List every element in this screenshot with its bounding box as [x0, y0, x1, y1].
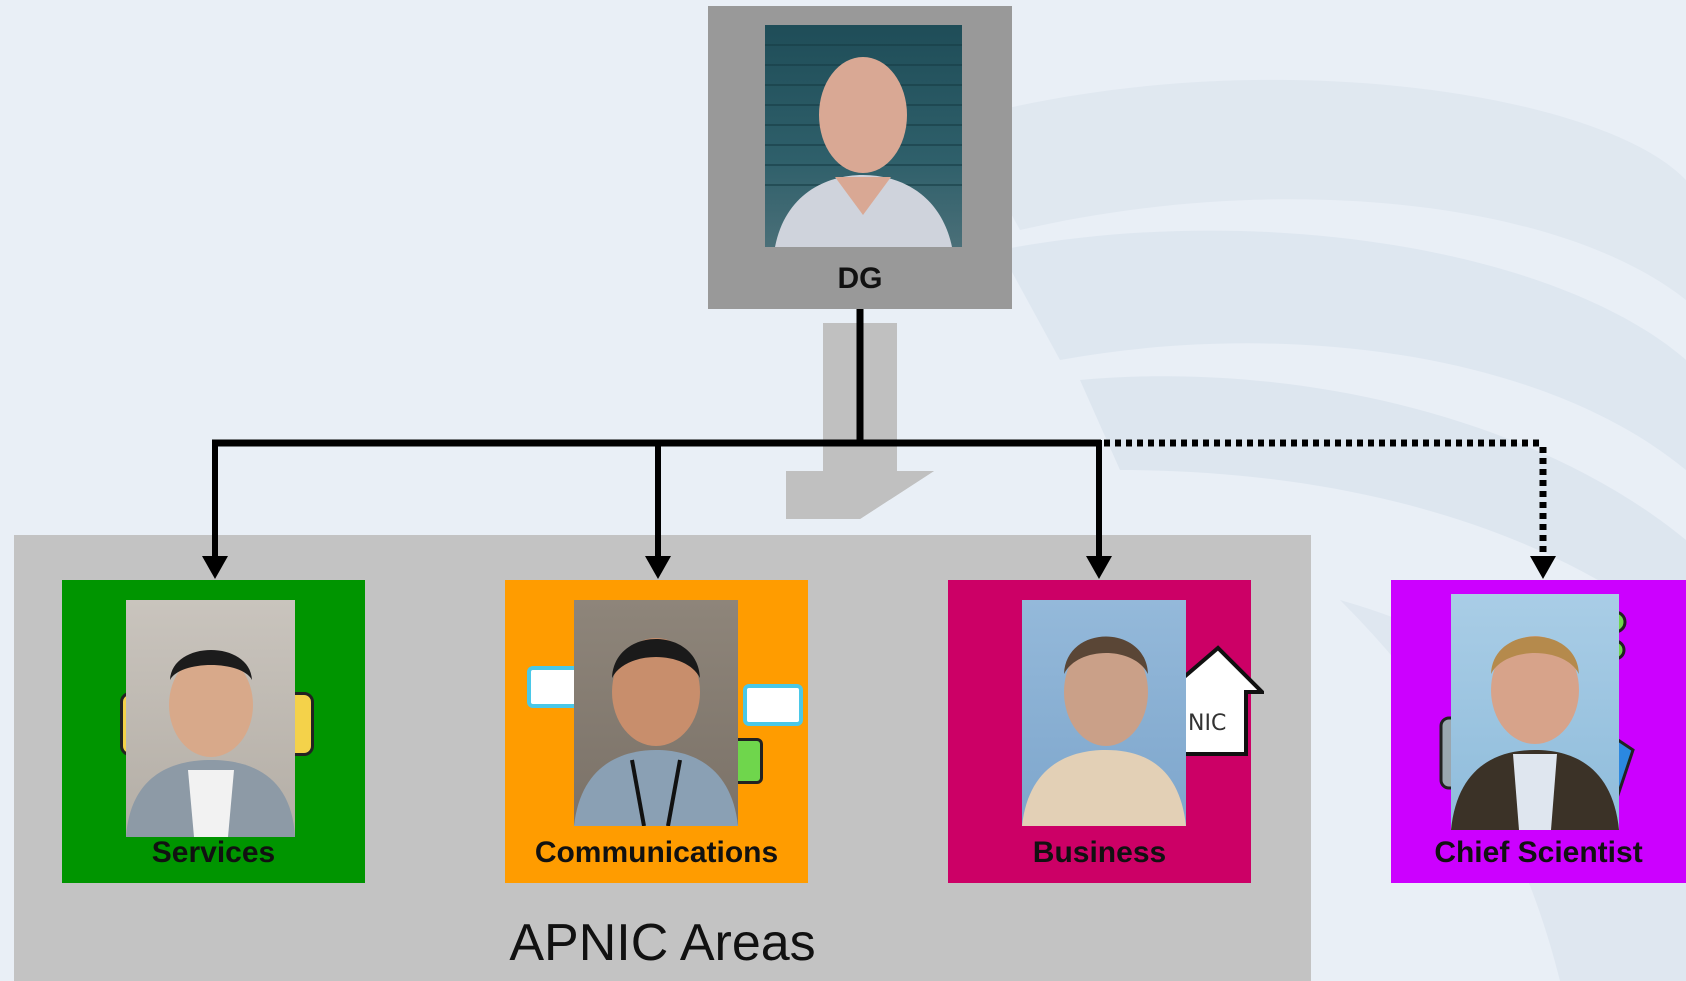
communications-photo	[574, 600, 738, 826]
business-node: NIC Business	[948, 580, 1267, 883]
dg-label: DG	[837, 262, 883, 295]
communications-label: Communications	[534, 836, 779, 869]
business-photo	[1022, 600, 1186, 826]
services-node: Services	[62, 580, 365, 883]
chief-scientist-node: Chief Scientist	[1391, 580, 1686, 883]
dg-node: DG	[708, 6, 1012, 309]
chief-scientist-photo	[1451, 594, 1619, 830]
chief-scientist-label: Chief Scientist	[1434, 836, 1643, 869]
business-label: Business	[1032, 836, 1167, 869]
dg-photo	[765, 25, 962, 247]
apnic-house-logo-icon: NIC	[1174, 644, 1267, 760]
apnic-areas-label: APNIC Areas	[509, 914, 816, 972]
services-photo	[126, 600, 295, 837]
communications-node: Communications	[505, 580, 808, 883]
services-label: Services	[151, 836, 276, 869]
svg-text:NIC: NIC	[1188, 711, 1226, 736]
speech-bubble-icon	[743, 684, 803, 726]
